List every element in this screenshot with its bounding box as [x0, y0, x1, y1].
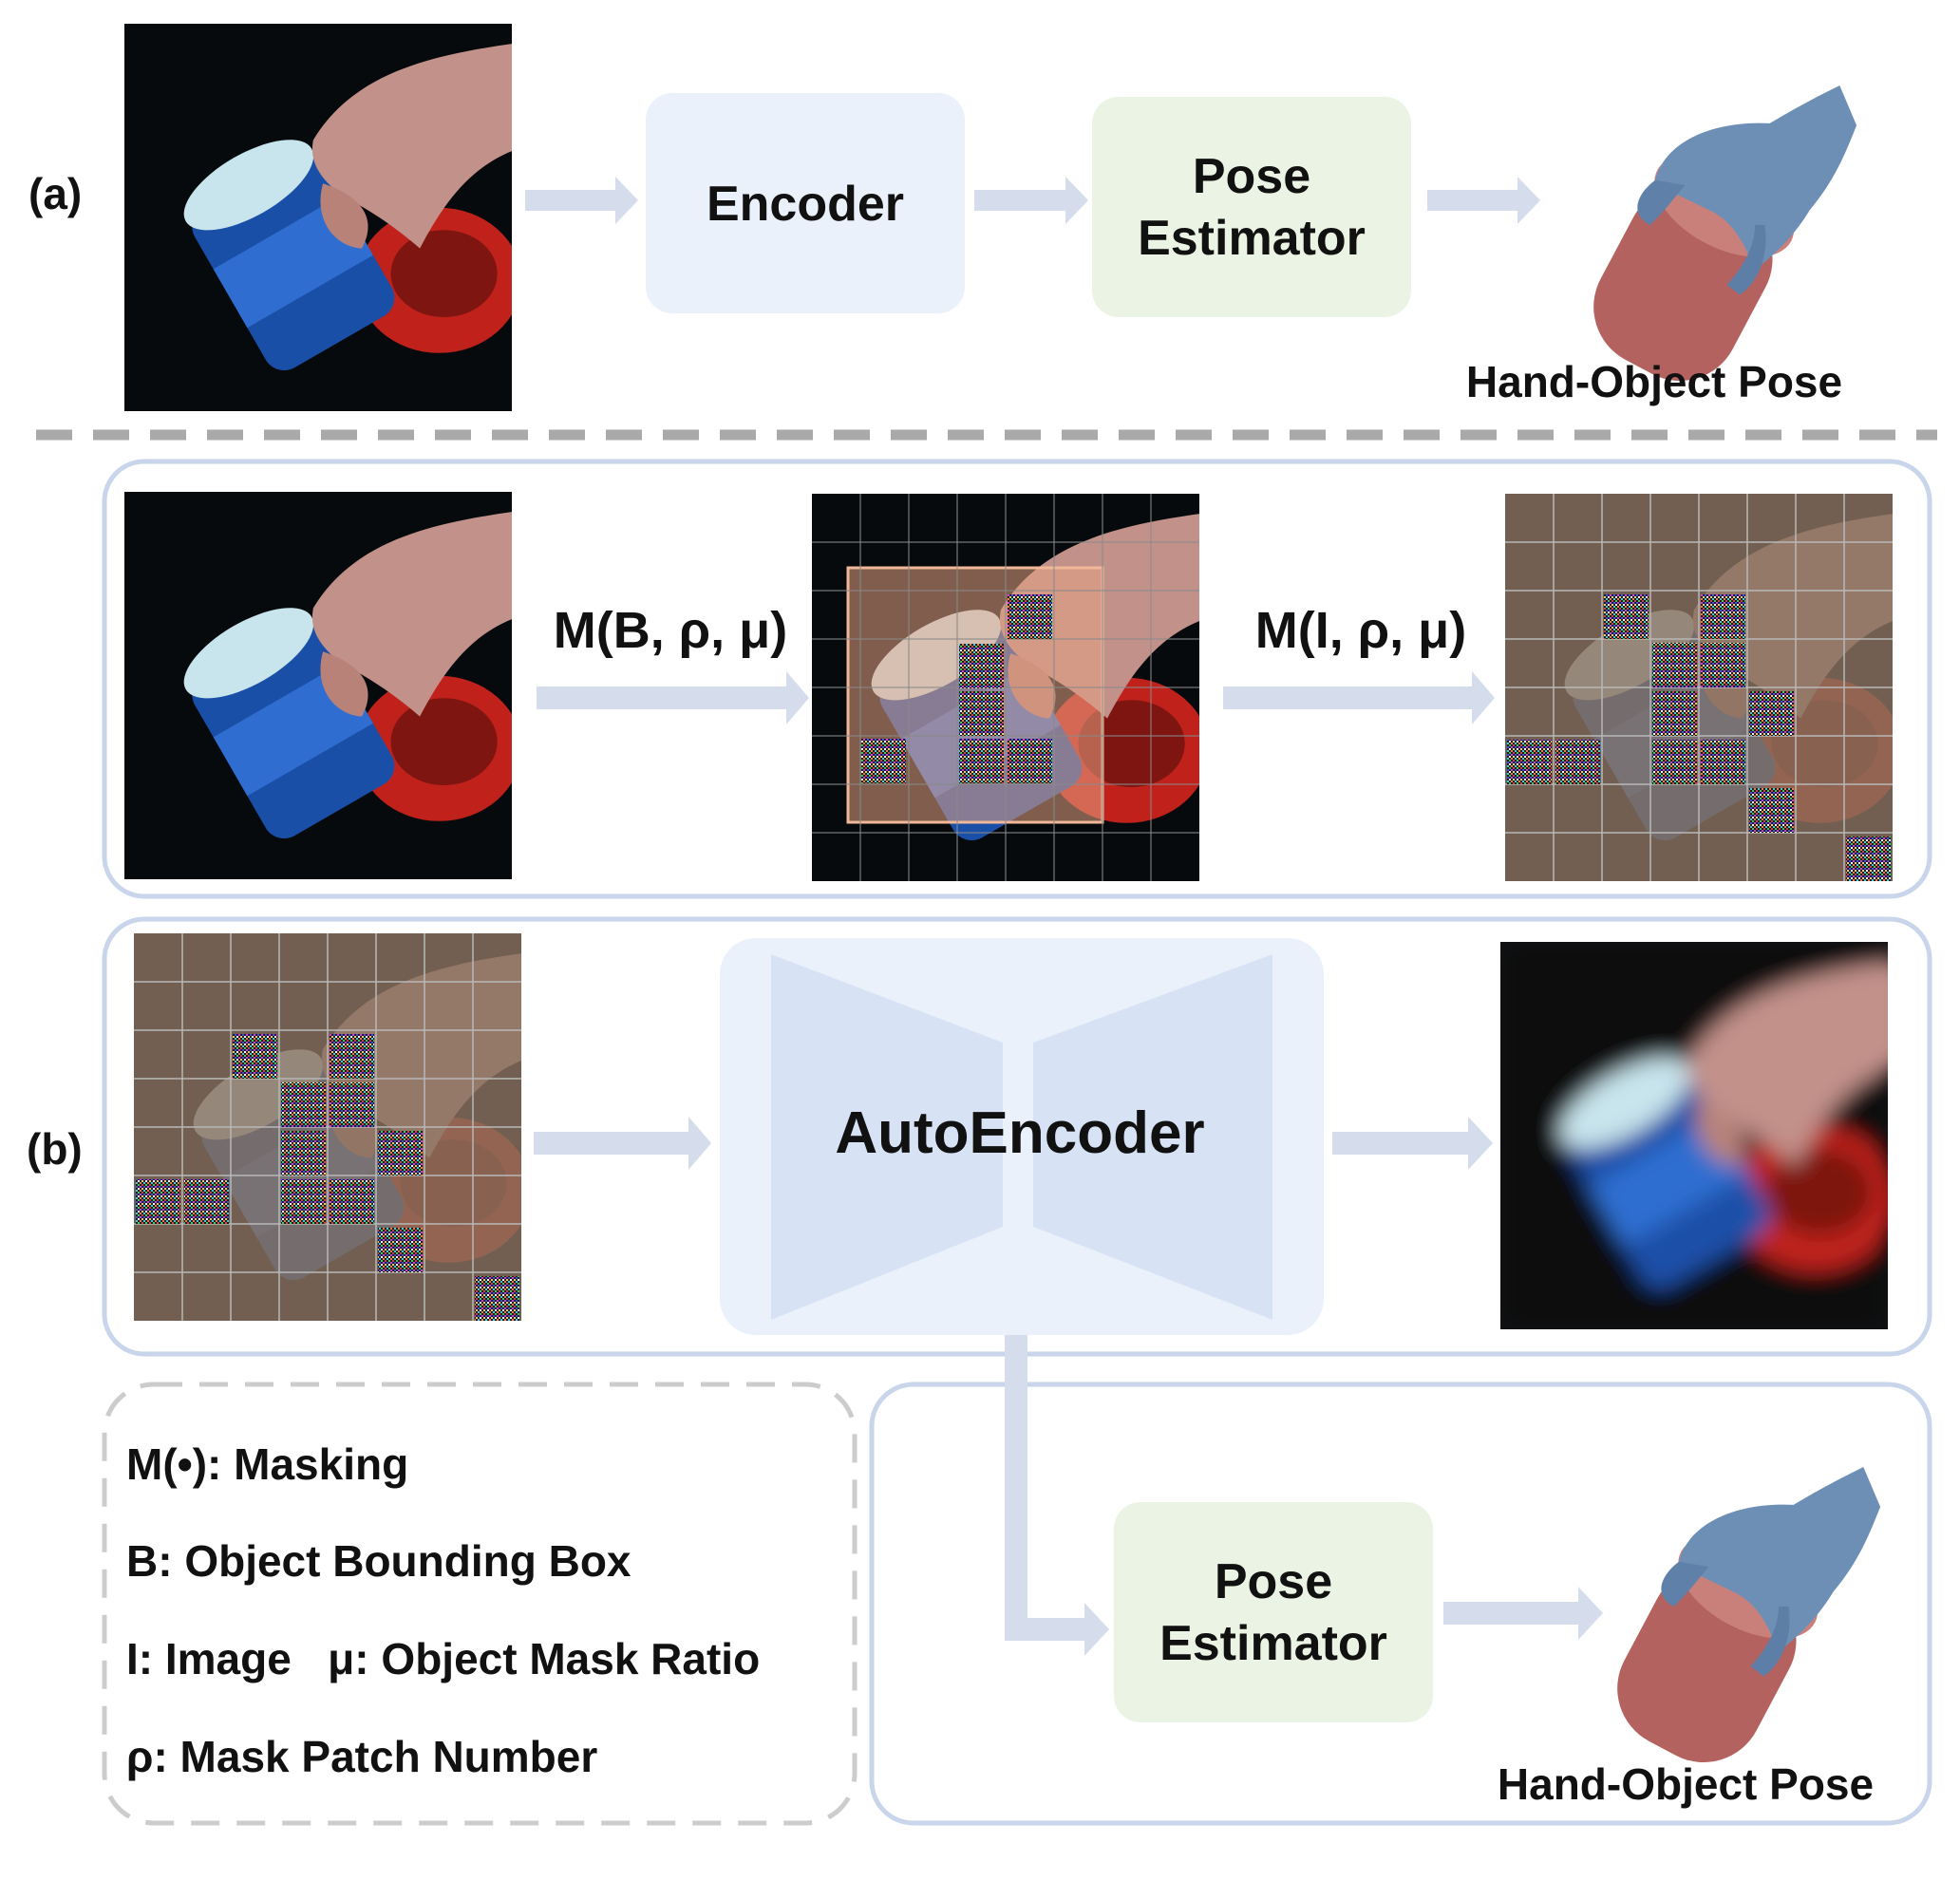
- arrow-mask-box: [537, 671, 809, 724]
- legend-bbox: B: Object Bounding Box: [126, 1536, 631, 1586]
- masking-panel: [102, 459, 1932, 899]
- arrow-from-autoencoder: [1332, 1117, 1493, 1170]
- mask-box-operator: M(B, ρ, μ): [554, 602, 787, 659]
- autoencoder-label: AutoEncoder: [835, 1100, 1204, 1166]
- input-photo-a: [124, 24, 512, 411]
- arrow-to-autoencoder: [534, 1117, 711, 1170]
- decoder-trapezoid: [1033, 954, 1272, 1320]
- image-masked-1: [1505, 494, 1893, 881]
- legend-box: [102, 1382, 858, 1826]
- arrow-a-1: [525, 177, 638, 224]
- pose-estimator-a-line1: Pose: [1193, 149, 1310, 204]
- legend-patch-number: ρ: Mask Patch Number: [126, 1732, 597, 1781]
- hand-object-mesh-icon: [1572, 85, 1857, 403]
- legend-masking: M(•): Masking: [126, 1439, 408, 1489]
- part-b-label: (b): [27, 1124, 83, 1174]
- pose-estimator-box-b: Pose Estimator: [1114, 1502, 1433, 1722]
- hand-object-mesh-icon-b: [1595, 1467, 1881, 1784]
- input-photo-b: [124, 492, 512, 879]
- encoder-trapezoid: [771, 954, 1003, 1320]
- pose-estimator-b-line1: Pose: [1215, 1554, 1332, 1609]
- image-masked-2: [134, 933, 521, 1321]
- reconstructed-image: [1500, 942, 1888, 1329]
- part-a-label: (a): [28, 169, 82, 218]
- pose-estimator-box-a: Pose Estimator: [1092, 97, 1411, 317]
- hand-object-pose-caption-a: Hand-Object Pose: [1466, 357, 1842, 406]
- box-masked-image: [812, 494, 1199, 881]
- pose-estimator-a-line2: Estimator: [1138, 211, 1366, 266]
- noise-patches-1: [861, 594, 1052, 783]
- encoder-label: Encoder: [707, 177, 904, 232]
- arrow-a-2: [974, 177, 1088, 224]
- mask-image-operator: M(I, ρ, μ): [1255, 602, 1466, 659]
- feature-connector-arrow: [1005, 1335, 1109, 1656]
- legend-image-ratio: I: Image μ: Object Mask Ratio: [126, 1634, 760, 1683]
- pose-output-panel: [869, 1382, 1932, 1826]
- arrow-mask-image: [1223, 671, 1495, 724]
- arrow-b-pose-out: [1443, 1587, 1603, 1640]
- encoder-box: Encoder: [646, 93, 965, 313]
- autoencoder-block: AutoEncoder: [720, 938, 1324, 1335]
- grid-lines-1: [812, 494, 1199, 881]
- arrow-a-3: [1427, 177, 1540, 224]
- pose-estimator-b-line2: Estimator: [1159, 1616, 1387, 1671]
- hand-object-pose-caption-b: Hand-Object Pose: [1498, 1759, 1874, 1809]
